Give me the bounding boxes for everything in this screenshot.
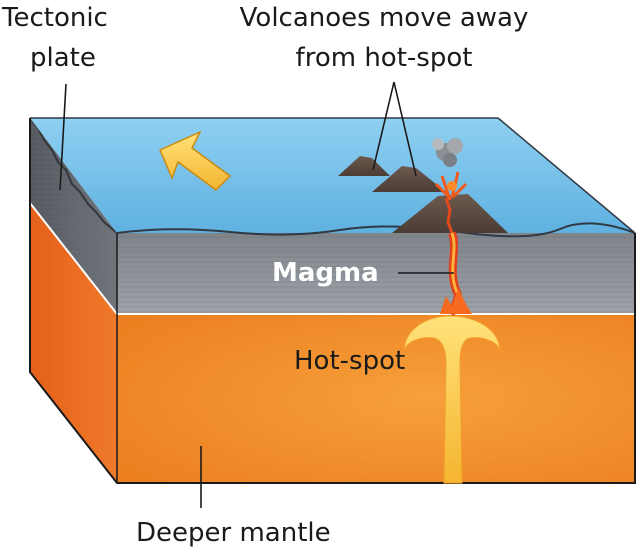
volcanoes-label-line2: from hot-spot <box>296 43 473 73</box>
ocean-surface <box>30 118 635 233</box>
plate-front-strata <box>117 233 635 314</box>
eruption-smoke-icon <box>432 138 463 167</box>
plate-side-strata <box>30 118 117 314</box>
volcanoes-label-line1: Volcanoes move away <box>240 3 529 33</box>
plate-mantle-boundary-side <box>29 202 118 315</box>
magma-conduit <box>440 231 472 317</box>
old-volcano-small-icon <box>338 156 390 176</box>
deeper-mantle-label: Deeper mantle <box>136 518 331 548</box>
mantle-side-face <box>30 203 117 483</box>
tectonic-plate-leader <box>59 83 67 191</box>
lava-spray-icon <box>434 171 468 201</box>
hotspot-plume <box>403 315 501 484</box>
ocean-right-edge <box>497 117 636 234</box>
plate-side-rim <box>29 117 118 234</box>
mantle-front-face <box>117 314 635 483</box>
magma-label: Magma <box>272 258 379 288</box>
hotspot-label: Hot-spot <box>294 346 405 376</box>
active-volcano-icon <box>392 194 508 234</box>
volcanoes-leader <box>372 81 417 177</box>
tectonic-plate-label-line2: plate <box>30 43 96 73</box>
old-volcano-medium-icon <box>372 166 446 192</box>
tectonic-plate-label-line1: Tectonic <box>1 3 108 33</box>
plate-motion-arrow-icon <box>159 130 232 191</box>
ocean-front-edge <box>116 222 636 238</box>
